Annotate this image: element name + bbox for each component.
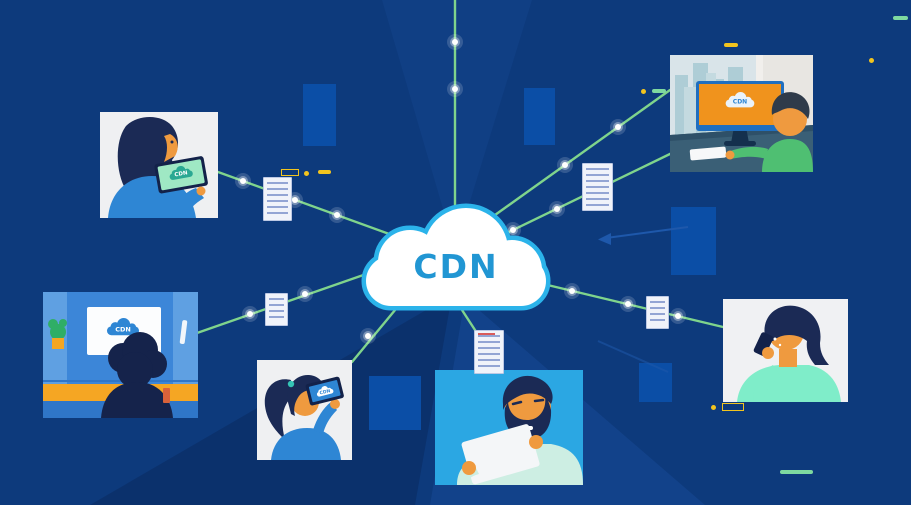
accent-dash — [724, 43, 738, 47]
background-panel — [671, 207, 716, 275]
illustration-man-at-desktop: CDN — [670, 55, 813, 172]
hair — [502, 375, 553, 410]
phone — [753, 332, 774, 357]
cdn-cloud-label: CDN — [413, 247, 499, 286]
phone-screen-label: CDN — [319, 388, 331, 396]
arm — [313, 402, 337, 434]
accent-dash — [652, 89, 666, 93]
accent-dot — [641, 89, 646, 94]
arm — [174, 188, 204, 218]
illustration-man-reading-tablet — [435, 370, 583, 485]
plant — [48, 319, 67, 349]
hair — [771, 92, 810, 119]
arm — [753, 365, 781, 402]
accent-dash — [780, 470, 813, 474]
head — [773, 102, 807, 136]
hair — [764, 305, 829, 365]
face — [164, 134, 178, 162]
wall-screen-label: CDN — [115, 326, 131, 334]
accent-outline-dash — [722, 403, 744, 411]
illustration-woman-talking-on-phone — [723, 299, 848, 402]
body — [271, 428, 341, 460]
background-panel — [369, 376, 421, 430]
faint-blue-arrow — [597, 226, 689, 373]
background-panel — [303, 84, 336, 146]
data-document-icon — [474, 330, 504, 374]
background-panel — [639, 363, 672, 402]
cdn-cloud-icon — [350, 200, 562, 318]
monitor-screen-label: CDN — [733, 99, 747, 106]
illustration-woman-viewing-tablet: CDN — [100, 112, 218, 218]
data-document-icon — [265, 293, 288, 326]
illustration-woman-holding-phone-up: CDN — [257, 360, 352, 460]
data-document-icon — [263, 177, 292, 221]
accent-dash — [893, 16, 908, 20]
phone: CDN — [305, 376, 344, 406]
body — [762, 139, 813, 172]
accent-outline-dash — [281, 169, 299, 176]
accent-dot — [304, 171, 309, 176]
monitor: CDN — [696, 81, 784, 131]
accent-dot — [869, 58, 874, 63]
tablet — [461, 424, 540, 485]
data-document-icon — [646, 296, 669, 329]
arm — [728, 146, 768, 159]
tablet-screen-label: CDN — [174, 170, 188, 178]
tablet: CDN — [154, 156, 208, 194]
data-document-icon — [582, 163, 613, 211]
accent-dot — [711, 405, 716, 410]
illustration-woman-watching-wall-screen: CDN — [43, 292, 198, 418]
accent-dash — [318, 170, 331, 174]
person-silhouette — [101, 332, 173, 418]
ponytail — [264, 379, 291, 440]
background-panel — [524, 88, 555, 145]
